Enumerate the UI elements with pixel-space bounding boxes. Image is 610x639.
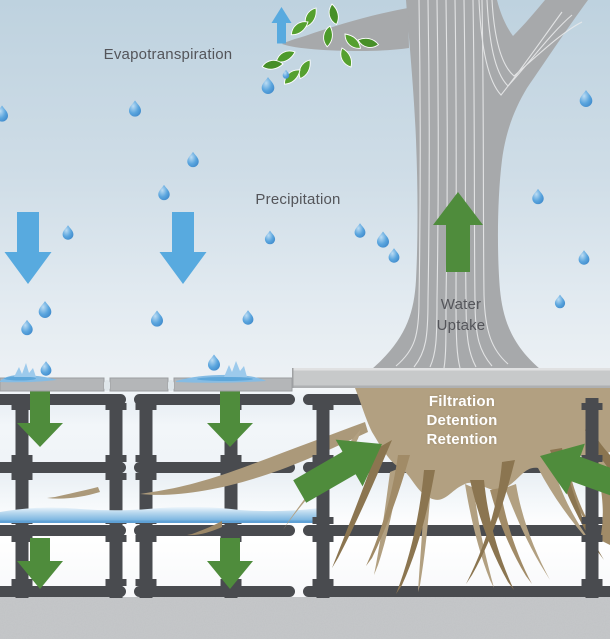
soil-cell-posts-left (11, 398, 242, 598)
tree-trunk (282, 0, 588, 369)
water-uptake-line2: Uptake (436, 317, 486, 334)
evapotranspiration-label: Evapotranspiration (103, 46, 233, 63)
permeable-pavers (0, 377, 293, 392)
stored-water-layer (0, 506, 320, 523)
tree-branch-left (282, 8, 409, 51)
splash-icon (14, 363, 36, 377)
precipitation-arrow-icons (4, 212, 207, 284)
process-line3: Retention (426, 431, 498, 448)
root-inflow-arrow-icons (293, 439, 610, 503)
process-label: Filtration Detention Retention (392, 392, 532, 449)
water-uptake-line1: Water (440, 296, 482, 313)
subgrade-layer (0, 597, 610, 639)
lateral-roots (47, 422, 368, 536)
water-uptake-label: Water Uptake (401, 294, 521, 336)
evapotranspiration-arrow-icon (271, 7, 292, 44)
surface-puddles (0, 361, 266, 383)
process-line1: Filtration (428, 393, 496, 410)
sidewalk-slab (292, 368, 610, 388)
process-line2: Detention (426, 412, 498, 429)
infiltration-arrow-icons (17, 389, 253, 589)
splash-icon (224, 361, 247, 377)
water-uptake-arrow-icon (433, 192, 483, 272)
precipitation-label: Precipitation (255, 191, 341, 208)
